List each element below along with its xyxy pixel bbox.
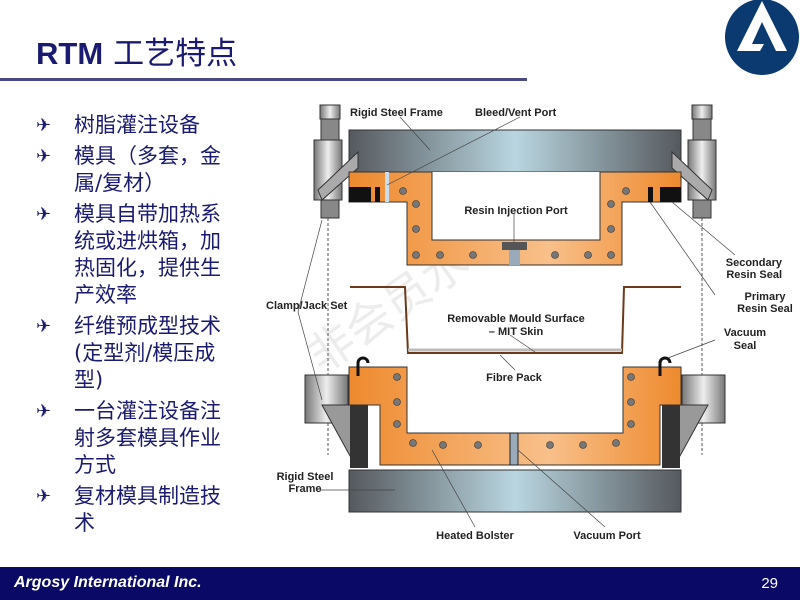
bullet-item: ✈ 复材模具制造技术 [36, 483, 256, 537]
label-secondary-resin-seal: Secondary [726, 257, 783, 269]
label-vacuum-seal-2: Seal [734, 340, 757, 352]
airplane-icon: ✈ [36, 316, 52, 336]
label-secondary-resin-seal-2: Resin Seal [726, 269, 782, 281]
label-primary-resin-seal-2: Resin Seal [737, 303, 793, 315]
airplane-icon: ✈ [36, 204, 52, 224]
bullet-line: 术 [74, 511, 95, 535]
label-rigid-steel-frame-bottom: Rigid Steel [277, 471, 334, 483]
secondary-seal-right [660, 187, 681, 202]
bullet-text: 模具自带加热系统或进烘箱，加热固化，提供生产效率 [74, 201, 221, 309]
bottom-steel-frame [348, 469, 682, 513]
bullet-line: 复材模具制造技 [74, 484, 221, 508]
bullet-text: 纤维预成型技术 (定型剂/模压成型) [74, 313, 221, 394]
airplane-icon: ✈ [36, 115, 52, 135]
lower-mould-heated-bolster [348, 366, 682, 466]
bullet-line: 树脂灌注设备 [74, 113, 200, 137]
label-fibre-pack: Fibre Pack [486, 372, 543, 384]
primary-seal-left [375, 187, 380, 202]
bullet-line: 统或进烘箱，加 [74, 229, 221, 253]
argosy-logo-icon [725, 0, 799, 75]
bleed-vent-port [385, 172, 389, 202]
bullet-line: 产效率 [74, 283, 137, 307]
bullet-line: (定型剂/模压成 [74, 341, 216, 365]
primary-seal-right [648, 187, 653, 202]
bullet-line: 热固化，提供生 [74, 256, 221, 280]
rtm-mould-diagram: Rigid Steel Frame Bleed/Vent Port Resin … [266, 104, 793, 542]
vacuum-seal-right [658, 356, 672, 376]
leader-lines [297, 116, 736, 528]
label-removable-mould-surface: Removable Mould Surface [447, 313, 585, 325]
footer-bar: Argosy International Inc. 29 [0, 567, 800, 600]
page-number: 29 [761, 575, 778, 592]
bullet-text: 一台灌注设备注射多套模具作业方式 [74, 398, 221, 479]
footer-company: Argosy International Inc. [14, 574, 202, 591]
bullet-item: ✈ 纤维预成型技术 (定型剂/模压成型) [36, 313, 256, 394]
bullet-line: 方式 [74, 453, 116, 477]
vacuum-port [509, 432, 519, 466]
label-rigid-steel-frame-bottom-2: Frame [288, 483, 321, 495]
bullet-line: 模具自带加热系 [74, 202, 221, 226]
bullet-item: ✈ 模具自带加热系统或进烘箱，加热固化，提供生产效率 [36, 201, 256, 309]
title-divider [0, 78, 527, 81]
bullet-item: ✈ 模具（多套，金属/复材） [36, 143, 256, 197]
bullet-line: 纤维预成型技术 [74, 314, 221, 338]
bullet-item: ✈ 一台灌注设备注射多套模具作业方式 [36, 398, 256, 479]
heating-channels-bottom [393, 373, 635, 449]
bullet-item: ✈ 树脂灌注设备 [36, 112, 256, 139]
bullet-line: 射多套模具作业 [74, 426, 221, 450]
top-left-clamp [313, 104, 359, 219]
label-vacuum-seal: Vacuum [724, 327, 766, 339]
bullet-text: 树脂灌注设备 [74, 112, 200, 139]
top-right-clamp [671, 104, 717, 219]
resin-injection-port [502, 242, 527, 250]
vacuum-seal-left [356, 356, 370, 376]
title-latin: RTM [36, 36, 104, 71]
mit-skin [350, 286, 681, 354]
bullet-text: 模具（多套，金属/复材） [74, 143, 221, 197]
title-chinese: 工艺特点 [113, 36, 238, 72]
heating-channels-top [399, 187, 630, 259]
bullet-list: ✈ 树脂灌注设备 ✈ 模具（多套，金属/复材） ✈ 模具自带加热系统或进烘箱，加热固化，提… [36, 112, 256, 541]
top-steel-frame [348, 129, 682, 173]
label-vacuum-port: Vacuum Port [573, 530, 641, 542]
bullet-text: 复材模具制造技术 [74, 483, 221, 537]
label-rigid-steel-frame-top: Rigid Steel Frame [350, 107, 443, 119]
secondary-seal-left [349, 187, 371, 202]
label-mit-skin: – MIT Skin [489, 326, 544, 338]
airplane-icon: ✈ [36, 486, 52, 506]
label-clamp-jack-set: Clamp/Jack Set [266, 300, 348, 312]
bottom-left-clamp [304, 374, 368, 468]
label-bleed-vent-port: Bleed/Vent Port [475, 107, 557, 119]
slide-title: RTM 工艺特点 [36, 28, 237, 73]
bottom-right-clamp [662, 374, 726, 468]
bullet-line: 属/复材） [74, 171, 166, 195]
airplane-icon: ✈ [36, 146, 52, 166]
label-resin-injection-port: Resin Injection Port [464, 205, 568, 217]
label-heated-bolster: Heated Bolster [436, 530, 514, 542]
bullet-line: 模具（多套，金 [74, 144, 221, 168]
label-primary-resin-seal: Primary [745, 291, 787, 303]
airplane-icon: ✈ [36, 401, 52, 421]
bullet-line: 一台灌注设备注 [74, 399, 221, 423]
bullet-line: 型) [74, 368, 104, 392]
